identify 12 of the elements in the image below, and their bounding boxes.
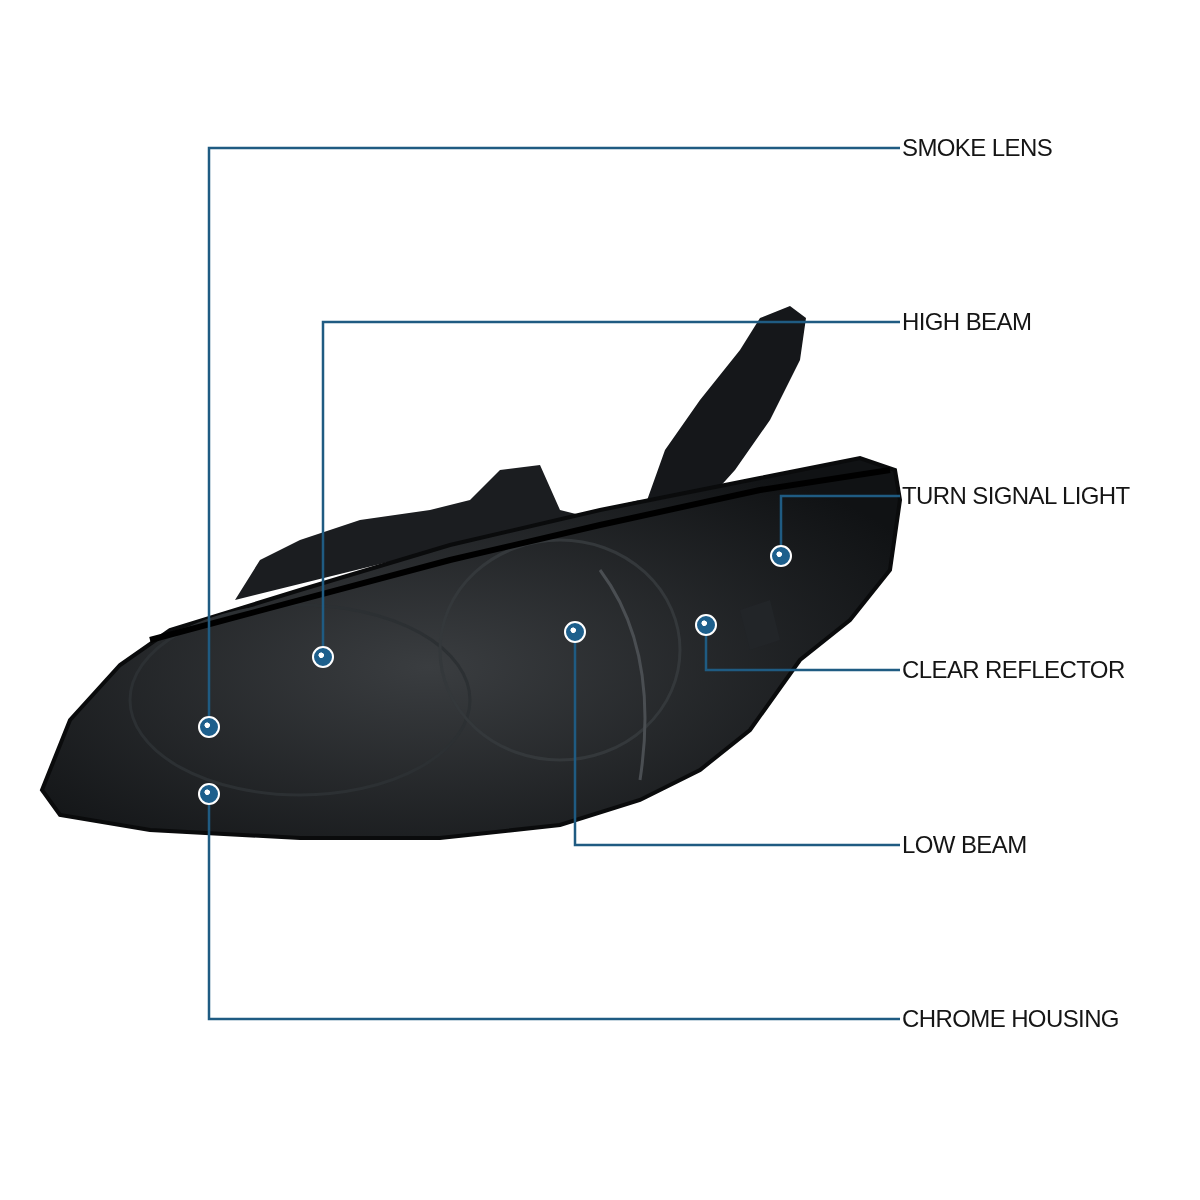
leader-line — [573, 643, 900, 847]
leader-line — [779, 494, 900, 545]
part-label: SMOKE LENS — [900, 133, 1055, 163]
part-label: LOW BEAM — [900, 830, 1029, 860]
leader-line — [704, 636, 900, 672]
part-label: HIGH BEAM — [900, 307, 1034, 337]
leader-line — [207, 805, 900, 1021]
part-label: CLEAR REFLECTOR — [900, 655, 1127, 685]
leader-line — [207, 146, 900, 716]
part-label: CHROME HOUSING — [900, 1004, 1121, 1034]
part-label: TURN SIGNAL LIGHT — [900, 481, 1132, 511]
leader-line — [321, 320, 900, 646]
